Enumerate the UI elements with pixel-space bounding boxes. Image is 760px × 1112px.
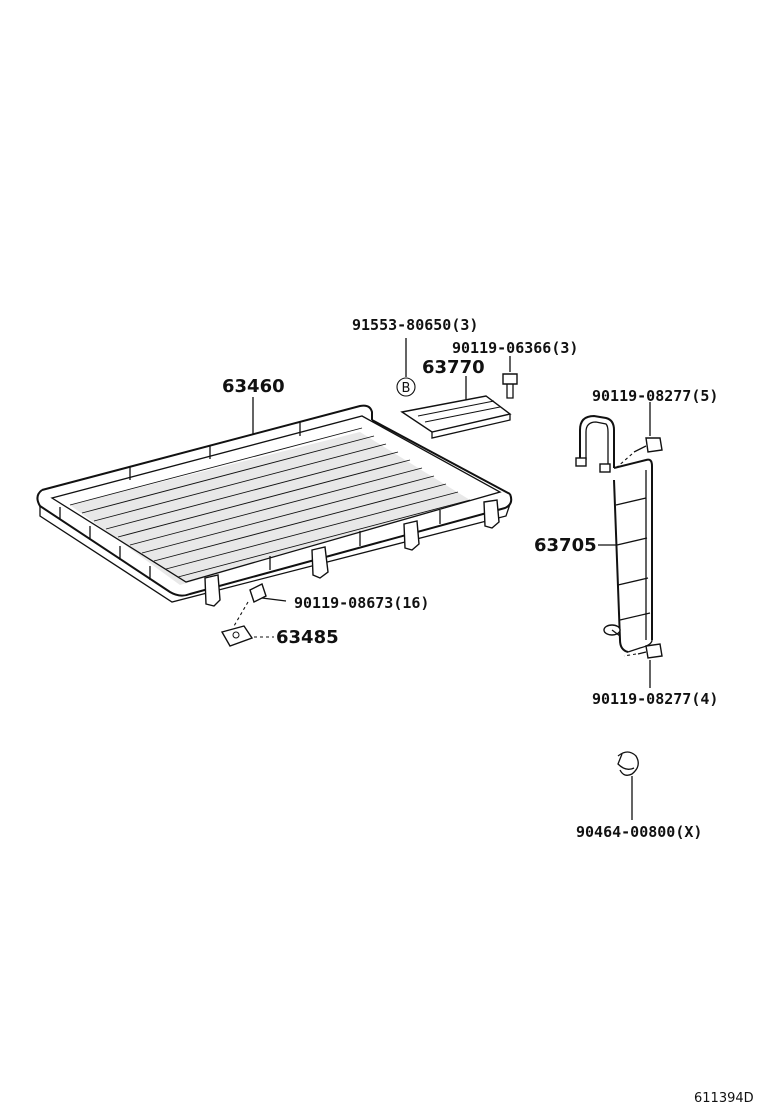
bracket-bolt-illustration [502, 356, 518, 399]
diagram-code: 611394D [694, 1091, 754, 1106]
part-label-roof-rack: 63460 [222, 376, 285, 397]
roof-rack-illustration [36, 397, 513, 607]
rack-nut-illustration [220, 625, 274, 647]
bracket-illustration [400, 376, 512, 439]
ladder-bolt-lower-illustration [623, 643, 663, 688]
marker-b-icon [396, 377, 416, 397]
part-label-ladder: 63705 [534, 535, 597, 556]
clip-illustration [617, 751, 639, 820]
rivet-marker: B [402, 381, 411, 396]
part-label-clip: 90464-00800(X) [576, 823, 702, 841]
part-label-bracket-rivet: 91553-80650(3) [352, 316, 478, 334]
ladder-bolt-upper-illustration [615, 402, 663, 469]
part-label-ladder-bolt-upper: 90119-08277(5) [592, 387, 718, 405]
part-label-ladder-bolt-lower: 90119-08277(4) [592, 690, 718, 708]
part-label-bracket-bolt: 90119-06366(3) [452, 339, 578, 357]
part-label-rack-nut: 63485 [276, 627, 339, 648]
rack-bolt-illustration [233, 583, 287, 627]
part-label-bracket: 63770 [422, 357, 485, 378]
bracket-rivet-callout: B [396, 338, 416, 397]
part-label-rack-bolt: 90119-08673(16) [294, 594, 429, 612]
ladder-illustration [575, 414, 653, 653]
